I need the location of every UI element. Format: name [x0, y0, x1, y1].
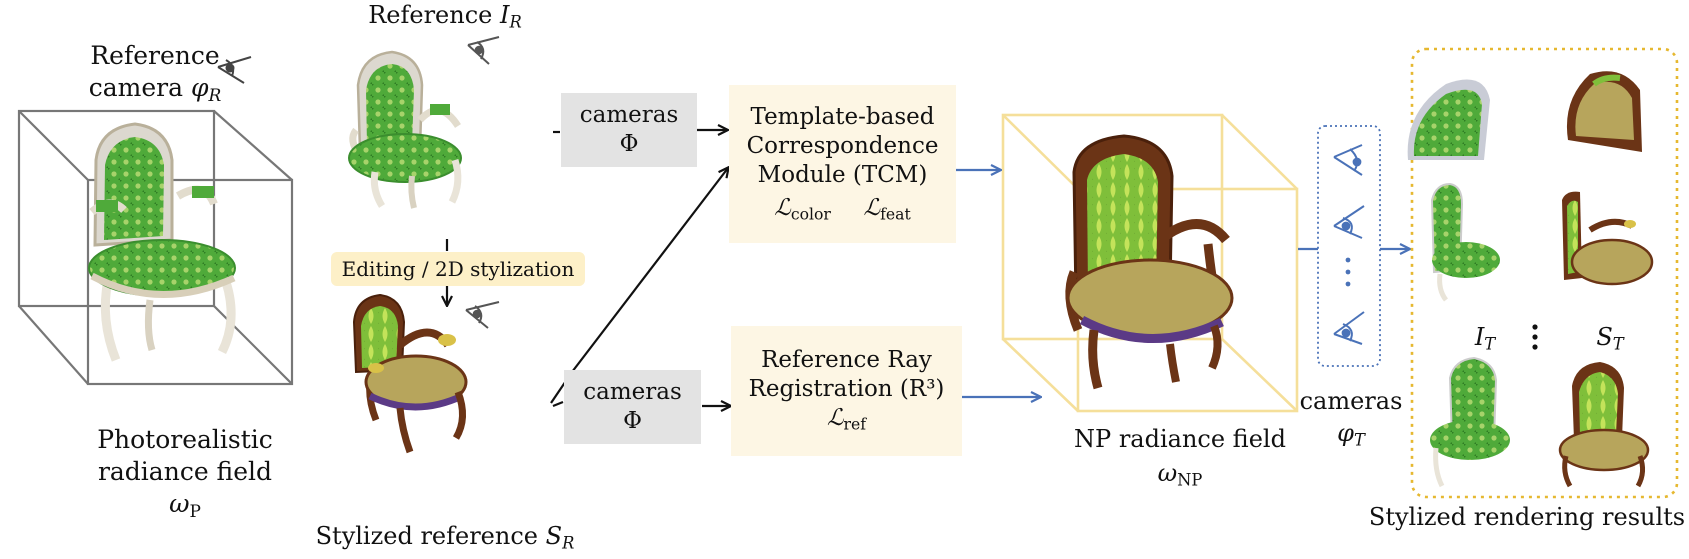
result-thumb-I-1	[1407, 79, 1490, 160]
stylized-reference-title: Stylized reference SR	[300, 521, 590, 559]
stylized-symbol: S	[545, 522, 563, 550]
reference-chair-image	[348, 50, 462, 209]
reference-camera-line2: camera	[88, 73, 191, 102]
result-thumb-I-2	[1430, 182, 1500, 302]
np-field-line1: NP radiance field	[1074, 425, 1286, 453]
stylized-title-text: Stylized reference	[315, 522, 546, 550]
np-chair-image	[1065, 134, 1234, 390]
tcm-line2: Correspondence	[746, 133, 939, 159]
result-thumb-S-2	[1562, 191, 1654, 286]
results-frame	[1410, 47, 1679, 499]
S-subscript: T	[1612, 334, 1624, 354]
cameras-bottom-label: cameras	[583, 379, 682, 405]
target-camera-icon-2	[1333, 205, 1365, 239]
field-line2: radiance field	[97, 457, 273, 486]
target-phi-subscript: T	[1353, 430, 1365, 450]
phi-subscript: R	[208, 85, 222, 106]
results-title: Stylized rendering results	[1368, 502, 1686, 532]
photorealistic-field-label: Photorealistic radiance field ωP	[80, 424, 290, 528]
result-thumb-I-3	[1430, 356, 1510, 488]
reference-camera-label: Reference camera φR	[80, 40, 230, 112]
cameras-box-bottom: cameras Φ	[564, 370, 701, 444]
target-cameras-frame	[1317, 125, 1381, 367]
black-arrows	[447, 130, 730, 406]
r3-line2: Registration (R³)	[748, 376, 945, 402]
np-omega-subscript: NP	[1177, 470, 1203, 490]
target-cameras-text: cameras	[1299, 387, 1403, 415]
tcm-module-box: Template-based Correspondence Module (TC…	[729, 85, 956, 243]
tcm-line1: Template-based	[750, 104, 935, 130]
cameras-top-symbol: Φ	[619, 131, 639, 157]
editing-text: Editing / 2D stylization	[341, 257, 575, 281]
I-symbol: I	[1474, 323, 1485, 351]
result-col-S-label: ST	[1580, 323, 1640, 354]
field-line1: Photorealistic	[97, 425, 273, 454]
target-camera-icon-1	[1333, 144, 1363, 176]
photoreal-chair-image	[88, 122, 236, 362]
reference-camera-icon	[217, 56, 252, 84]
S-symbol: S	[1596, 323, 1613, 351]
results-title-text: Stylized rendering results	[1368, 503, 1686, 531]
reference-title-text: Reference	[368, 1, 500, 29]
tcm-line3: Module (TCM)	[757, 162, 928, 188]
r3-module-box: Reference Ray Registration (R³) ℒref	[731, 326, 962, 456]
np-omega-symbol: ω	[1157, 459, 1178, 487]
target-camera-ellipsis	[1345, 257, 1351, 287]
np-field-label: NP radiance field ωNP	[1060, 422, 1300, 498]
I-subscript: T	[1484, 334, 1496, 354]
loss-color-symbol: ℒ	[774, 195, 791, 221]
editing-stylization-label: Editing / 2D stylization	[331, 252, 585, 286]
reference-camera-line1: Reference	[90, 41, 220, 70]
r3-line1: Reference Ray	[761, 347, 932, 373]
cameras-bottom-symbol: Φ	[623, 408, 642, 434]
cameras-top-label: cameras	[579, 102, 679, 128]
photorealistic-cube	[17, 109, 294, 386]
result-thumb-S-1	[1566, 71, 1642, 152]
phi-symbol: φ	[190, 73, 209, 102]
target-phi-symbol: φ	[1337, 419, 1354, 447]
results-vertical-ellipsis	[1532, 324, 1538, 350]
stylized-subscript: R	[562, 533, 575, 553]
reference-view-icon	[467, 36, 500, 65]
loss-ref-subscript: ref	[843, 414, 867, 434]
cameras-box-top: cameras Φ	[561, 93, 697, 167]
loss-ref-symbol: ℒ	[826, 405, 844, 431]
target-camera-icon-3	[1333, 311, 1365, 345]
omega-subscript: P	[189, 501, 201, 522]
target-cameras-label: cameras φT	[1296, 385, 1406, 457]
result-col-I-label: IT	[1455, 323, 1515, 354]
result-thumb-S-3	[1558, 362, 1650, 488]
omega-symbol: ω	[169, 489, 190, 518]
stylized-view-icon	[465, 301, 500, 329]
loss-color-subscript: color	[790, 204, 831, 224]
stylized-chair-image	[352, 293, 468, 454]
reference-title: Reference IR	[340, 1, 550, 37]
reference-subscript: R	[509, 12, 522, 32]
loss-feat-subscript: feat	[880, 204, 911, 224]
blue-arrows	[955, 170, 1409, 397]
reference-symbol: I	[499, 1, 510, 29]
loss-feat-symbol: ℒ	[863, 195, 881, 221]
